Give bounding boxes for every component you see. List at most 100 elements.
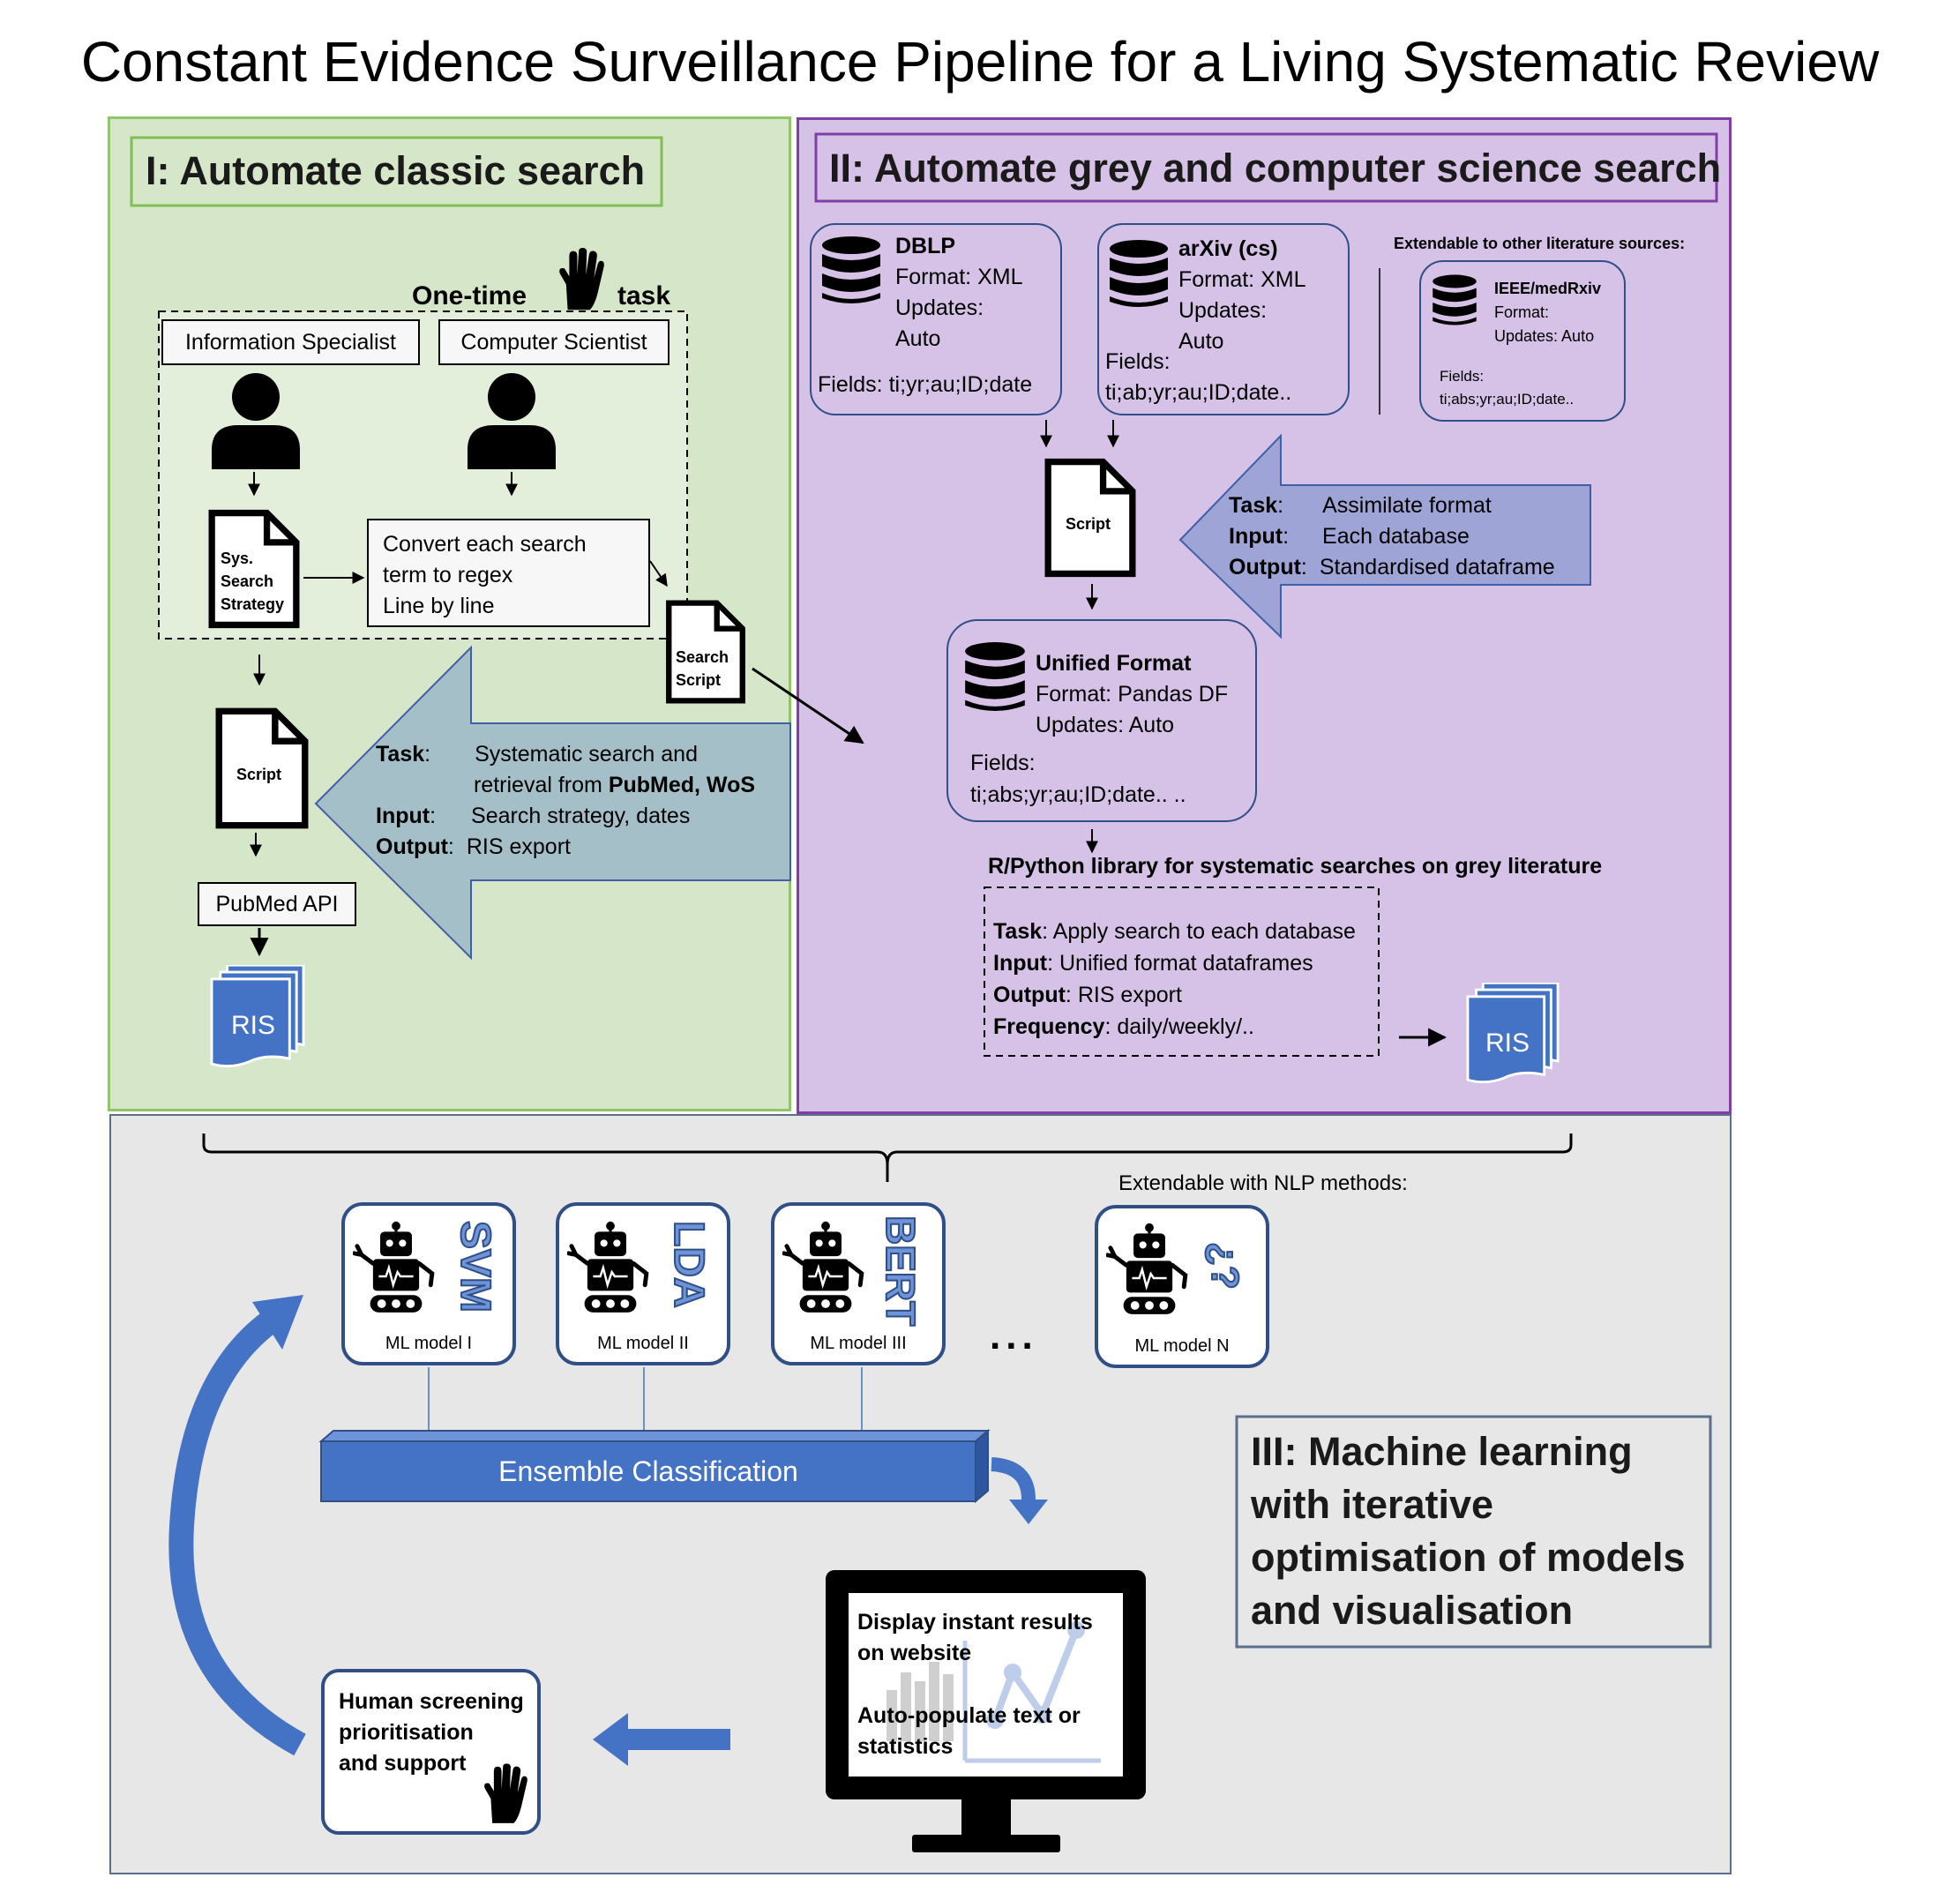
dblp-fields: Fields: ti;yr;au;ID;date <box>818 372 1033 397</box>
panel3-title: III: Machine learning with iterative opt… <box>1251 1425 1686 1637</box>
assim-output-value: Standardised dataframe <box>1319 555 1555 580</box>
output-key: Output <box>376 834 448 859</box>
dblp-name: DBLP <box>895 234 956 258</box>
lib-frequency-value: : daily/weekly/.. <box>1104 1014 1254 1039</box>
monitor-line: statistics <box>857 1734 954 1759</box>
assim-task-value: Assimilate format <box>1322 493 1492 518</box>
information-specialist-label: Information Specialist <box>184 330 396 355</box>
model-label-n: ML model N <box>1134 1336 1230 1356</box>
model-label-1: ML model I <box>385 1334 473 1353</box>
sys-doc-line: Sys. <box>221 550 254 567</box>
lib-input-value: : Unified format dataframes <box>1047 951 1313 976</box>
lib-task-value: : Apply search to each database <box>1042 919 1356 944</box>
monitor-text-bottom: Auto-populate text or statistics <box>857 1701 1081 1762</box>
dblp-updates-value: Auto <box>895 326 941 351</box>
monitor-text-top: Display instant results on website <box>857 1607 1093 1669</box>
assim-task-key: Task <box>1229 493 1278 518</box>
unified-fields-label: Fields: <box>970 751 1036 775</box>
unified-format: Format: Pandas DF <box>1036 682 1229 707</box>
monitor-line: Display instant results <box>857 1610 1093 1634</box>
pubmed-api-label: PubMed API <box>215 892 339 916</box>
one-time-label: One-time <box>412 281 527 310</box>
ris-label-panel1: RIS <box>231 1011 276 1040</box>
panel3-title-box <box>1235 1415 1712 1649</box>
library-title: R/Python library for systematic searches… <box>988 854 1603 879</box>
panel2-title-box <box>814 132 1718 203</box>
ensemble-classification-label: Ensemble Classification <box>498 1455 798 1487</box>
arxiv-updates-value: Auto <box>1178 329 1224 354</box>
sys-search-strategy-doc: Sys. Search Strategy <box>221 547 284 616</box>
arxiv-updates: Updates: <box>1178 298 1268 323</box>
convert-line: term to regex <box>383 563 513 587</box>
arxiv-name: arXiv (cs) <box>1178 236 1278 261</box>
ieee-fields-value: ti;abs;yr;au;ID;date.. <box>1440 391 1575 408</box>
panel3-title-line: with iterative <box>1251 1482 1494 1527</box>
task-key: Task <box>376 742 425 767</box>
input-value: Search strategy, dates <box>471 804 691 828</box>
panel3-title-line: optimisation of models <box>1251 1535 1686 1580</box>
arxiv-format: Format: XML <box>1178 267 1306 292</box>
panel2-title: II: Automate grey and computer science s… <box>829 146 1722 191</box>
convert-line: Line by line <box>383 594 495 618</box>
classic-task-text: Task:Systematic search and retrieval fro… <box>376 742 756 859</box>
lib-input-key: Input <box>993 951 1048 976</box>
panel1-title: I: Automate classic search <box>146 148 646 193</box>
model-tag-svm: SVM <box>451 1220 499 1313</box>
model-tag-unknown: ¿? <box>1202 1241 1247 1290</box>
unified-fields-value: ti;abs;yr;au;ID;date.. .. <box>970 782 1186 807</box>
model-tag-bert: BERT <box>877 1215 924 1327</box>
lib-output-key: Output <box>993 983 1066 1007</box>
unified-fields: Fields: ti;abs;yr;au;ID;date.. .. <box>970 747 1186 811</box>
ieee-name: IEEE/medRxiv <box>1494 280 1602 297</box>
ieee-fields: Fields: ti;abs;yr;au;ID;date.. <box>1440 365 1574 411</box>
unified-updates: Updates: Auto <box>1036 713 1175 737</box>
task-value-sources: PubMed, WoS <box>608 773 756 797</box>
output-value: RIS export <box>466 834 571 859</box>
panel3-title-line: and visualisation <box>1251 1588 1574 1633</box>
dblp-updates: Updates: <box>895 295 984 320</box>
lib-output-value: : RIS export <box>1065 983 1182 1007</box>
unified-name: Unified Format <box>1036 651 1192 676</box>
panel3-title-line: III: Machine learning <box>1251 1429 1633 1474</box>
search-script-line: Script <box>676 671 722 689</box>
assim-output-key: Output <box>1229 555 1301 580</box>
panel1-title-box <box>130 136 663 207</box>
models-ellipsis: ... <box>990 1314 1038 1358</box>
ris-label-panel2: RIS <box>1485 1029 1530 1058</box>
ieee-updates: Updates: Auto <box>1494 327 1595 345</box>
arxiv-fields: Fields: ti;ab;yr;au;ID;date.. <box>1105 347 1291 408</box>
page-title: Constant Evidence Surveillance Pipeline … <box>80 30 1880 94</box>
model-label-2: ML model II <box>597 1334 689 1353</box>
search-script-line: Search <box>676 648 729 666</box>
ieee-source: IEEE/medRxiv Format: Updates: Auto <box>1494 277 1601 348</box>
assimilate-task-arrow <box>1178 433 1591 640</box>
monitor-line: on website <box>857 1641 972 1665</box>
ieee-fields-label: Fields: <box>1440 368 1485 385</box>
arxiv-fields-label: Fields: <box>1105 349 1171 374</box>
ensemble-bar <box>320 1440 976 1502</box>
input-key: Input <box>376 804 430 828</box>
arxiv-fields-value: ti;ab;yr;au;ID;date.. <box>1105 380 1292 405</box>
unified-format-source: Unified Format Format: Pandas DF Updates… <box>1036 648 1228 741</box>
extendable-nlp-label: Extendable with NLP methods: <box>1118 1171 1408 1195</box>
classic-task-arrow <box>314 645 791 961</box>
model-tag-lda: LDA <box>664 1220 713 1309</box>
panel1-script-label: Script <box>236 766 282 783</box>
dblp-format: Format: XML <box>895 265 1023 289</box>
convert-line: Convert each search <box>383 532 587 557</box>
computer-scientist-label: Computer Scientist <box>460 330 647 355</box>
task-label: task <box>617 281 671 310</box>
search-script-doc: Search Script <box>676 646 729 692</box>
task-value: Systematic search and <box>475 742 698 767</box>
ieee-format: Format: <box>1494 303 1550 321</box>
task-value-2: retrieval from <box>474 773 609 797</box>
sys-doc-line: Search <box>221 572 274 590</box>
lib-task-key: Task <box>993 919 1043 944</box>
assim-input-value: Each database <box>1322 524 1470 549</box>
model-label-3: ML model III <box>810 1334 907 1353</box>
sys-doc-line: Strategy <box>221 595 285 613</box>
human-line: prioritisation <box>339 1720 474 1745</box>
arxiv-source: arXiv (cs) Format: XML Updates: Auto <box>1178 234 1305 357</box>
